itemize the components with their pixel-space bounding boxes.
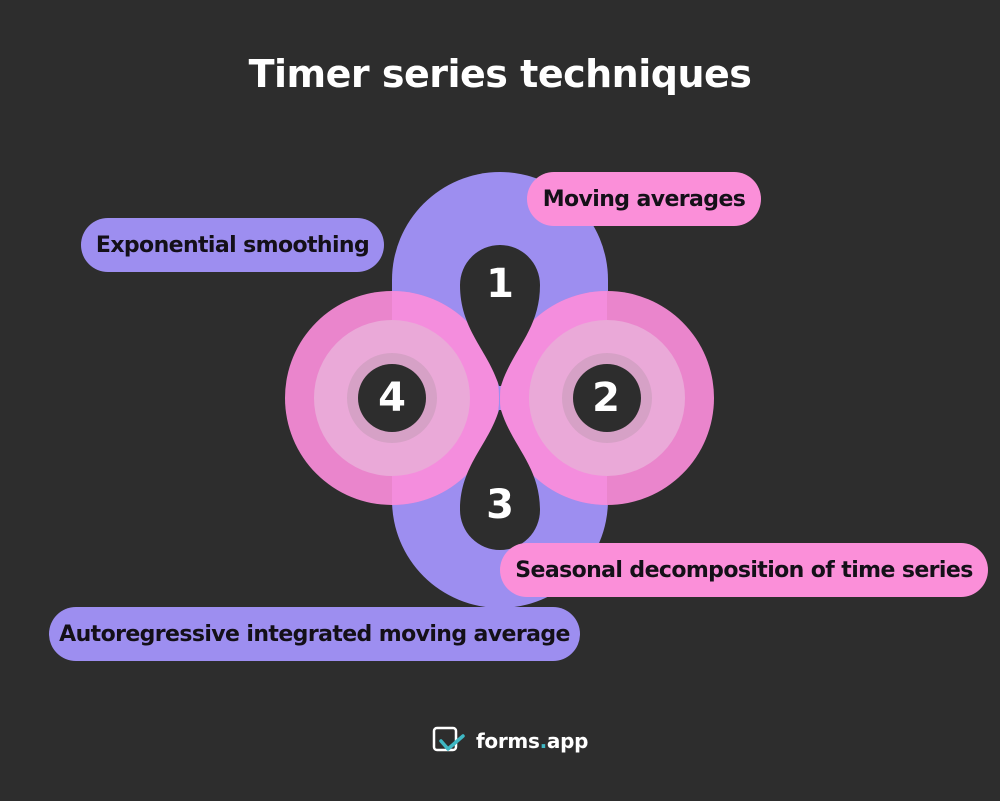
label-exponential-smoothing: Exponential smoothing [81, 218, 384, 272]
forms-app-check-icon [432, 726, 465, 752]
circle-4 [285, 291, 499, 505]
label-moving-averages: Moving averages [527, 172, 761, 226]
circle-2 [500, 291, 714, 505]
step-number-2: 2 [592, 375, 620, 421]
purple-track [392, 172, 608, 608]
teardrop-1 [460, 245, 540, 386]
teardrop-3 [460, 410, 540, 550]
step-number-1: 1 [486, 261, 514, 307]
step-number-3: 3 [486, 482, 514, 528]
forms-app-logo: forms.app [432, 726, 588, 756]
label-seasonal-decomposition: Seasonal decomposition of time series [500, 543, 988, 597]
step-number-4: 4 [378, 375, 406, 421]
label-arima: Autoregressive integrated moving average [49, 607, 580, 661]
logo-text: forms.app [476, 729, 589, 753]
diagram-title: Timer series techniques [248, 52, 752, 96]
